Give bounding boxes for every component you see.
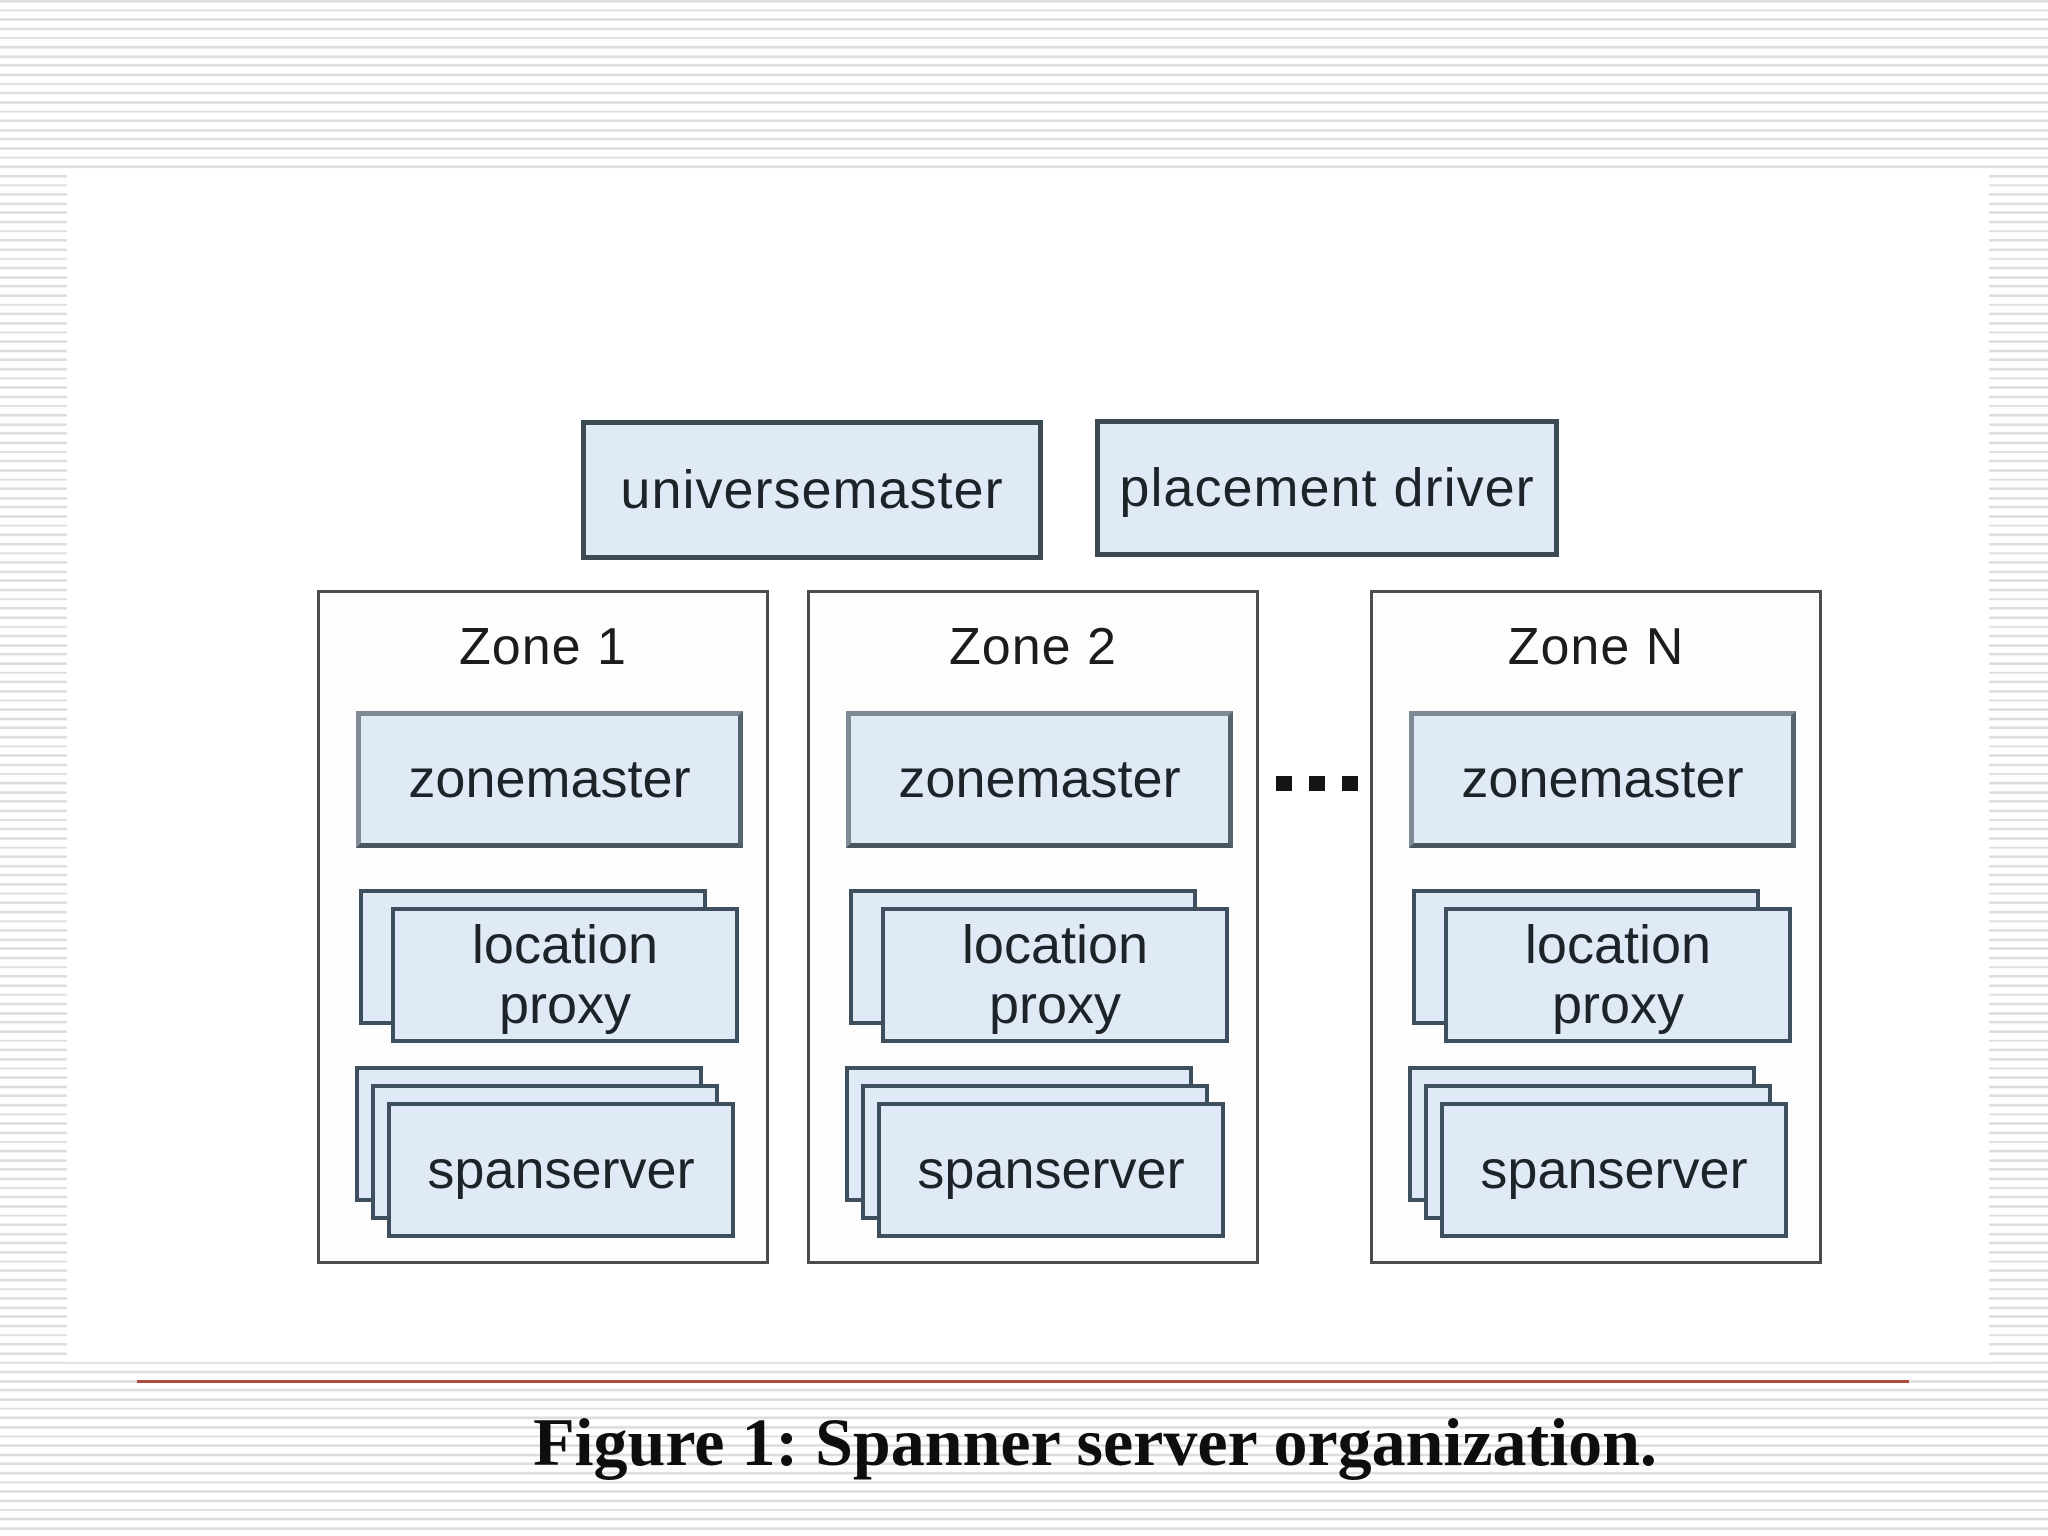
spanserver-box: spanserver	[877, 1102, 1225, 1238]
placement-driver-label: placement driver	[1119, 458, 1535, 518]
ellipsis-dot	[1342, 776, 1358, 791]
universemaster-box: universemaster	[581, 420, 1043, 560]
spanserver-label: spanserver	[1480, 1139, 1748, 1200]
zonemaster-box: zonemaster	[1409, 711, 1796, 848]
location-proxy-box: location proxy	[1444, 907, 1792, 1043]
figure-caption-label: Figure 1:	[533, 1404, 799, 1480]
zone-2-container: Zone 2 zonemaster location proxy spanser…	[807, 590, 1259, 1264]
zone-1-container: Zone 1 zonemaster location proxy spanser…	[317, 590, 769, 1264]
universemaster-label: universemaster	[620, 460, 1004, 520]
ellipsis-dot	[1276, 776, 1292, 791]
location-proxy-label-line1: location	[961, 914, 1149, 975]
zone-1-title: Zone 1	[459, 618, 627, 676]
figure-panel: universemaster placement driver Zone 1 z…	[67, 171, 1989, 1480]
zonemaster-label: zonemaster	[898, 749, 1181, 810]
location-proxy-box: location proxy	[391, 907, 739, 1043]
ellipsis-dot	[1309, 776, 1325, 791]
zonemaster-label: zonemaster	[1461, 749, 1744, 810]
location-proxy-label-line2: proxy	[498, 975, 632, 1035]
placement-driver-box: placement driver	[1095, 419, 1559, 557]
location-proxy-label-line2: proxy	[988, 975, 1122, 1035]
zone-n-title: Zone N	[1507, 618, 1685, 676]
spanserver-label: spanserver	[427, 1139, 695, 1200]
location-proxy-label-line1: location	[471, 914, 659, 975]
zonemaster-box: zonemaster	[356, 711, 743, 848]
location-proxy-label-line2: proxy	[1551, 975, 1685, 1035]
zone-2-title: Zone 2	[949, 618, 1117, 676]
zone-n-container: Zone N zonemaster location proxy spanser…	[1370, 590, 1822, 1264]
spanserver-box: spanserver	[1440, 1102, 1788, 1238]
ellipsis-dots	[1276, 776, 1358, 791]
spanserver-box: spanserver	[387, 1102, 735, 1238]
figure-caption: Figure 1: Spanner server organization.	[134, 1403, 2048, 1482]
red-divider-line	[137, 1380, 1909, 1383]
zonemaster-box: zonemaster	[846, 711, 1233, 848]
spanserver-label: spanserver	[917, 1139, 1185, 1200]
zonemaster-label: zonemaster	[408, 749, 691, 810]
location-proxy-box: location proxy	[881, 907, 1229, 1043]
location-proxy-label-line1: location	[1524, 914, 1712, 975]
figure-caption-text: Spanner server organization.	[798, 1404, 1657, 1480]
